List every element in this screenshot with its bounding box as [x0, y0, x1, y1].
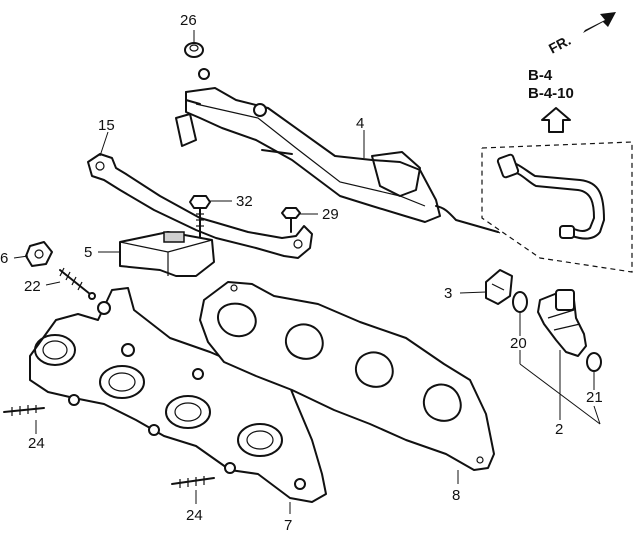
bolt-32 — [189, 195, 211, 239]
callout-2: 2 — [555, 421, 563, 438]
callout-3: 3 — [444, 285, 452, 302]
callout-6: 6 — [0, 250, 8, 267]
fuel-injector — [537, 289, 587, 357]
front-label: FR. — [546, 32, 573, 57]
callout-5: 5 — [84, 244, 92, 261]
harness-bracket — [87, 153, 313, 259]
callout-15: 15 — [98, 117, 115, 134]
fuel-hose-reference-box — [481, 141, 633, 273]
callout-7: 7 — [284, 517, 292, 534]
bolt-29 — [281, 207, 301, 233]
callout-29: 29 — [322, 206, 339, 223]
manifold-gasket — [199, 281, 495, 471]
callout-21: 21 — [586, 389, 603, 406]
callout-4: 4 — [356, 115, 364, 132]
nut-6 — [25, 241, 53, 267]
fuel-rail — [175, 68, 501, 234]
stud-24-bottom — [171, 476, 215, 488]
nut-26 — [184, 42, 204, 58]
reference-b4-10: B-4-10 — [528, 85, 574, 102]
callout-24-left: 24 — [28, 435, 45, 452]
o-ring-21 — [586, 352, 602, 372]
front-direction-arrow: FR. — [546, 12, 616, 57]
injector-clip — [485, 269, 513, 305]
callout-22: 22 — [24, 278, 41, 295]
stud-24-left — [3, 405, 45, 416]
callout-24-bottom: 24 — [186, 507, 203, 524]
o-ring-20 — [512, 291, 528, 313]
intake-manifold — [29, 287, 327, 503]
reference-up-arrow-icon — [541, 107, 571, 133]
stud-22 — [59, 267, 96, 300]
callout-32: 32 — [236, 193, 253, 210]
leader-lines — [13, 30, 601, 514]
insulator-block — [119, 231, 215, 277]
callout-26: 26 — [180, 12, 197, 29]
callout-8: 8 — [452, 487, 460, 504]
callout-20: 20 — [510, 335, 527, 352]
reference-b4: B-4 — [528, 67, 553, 84]
